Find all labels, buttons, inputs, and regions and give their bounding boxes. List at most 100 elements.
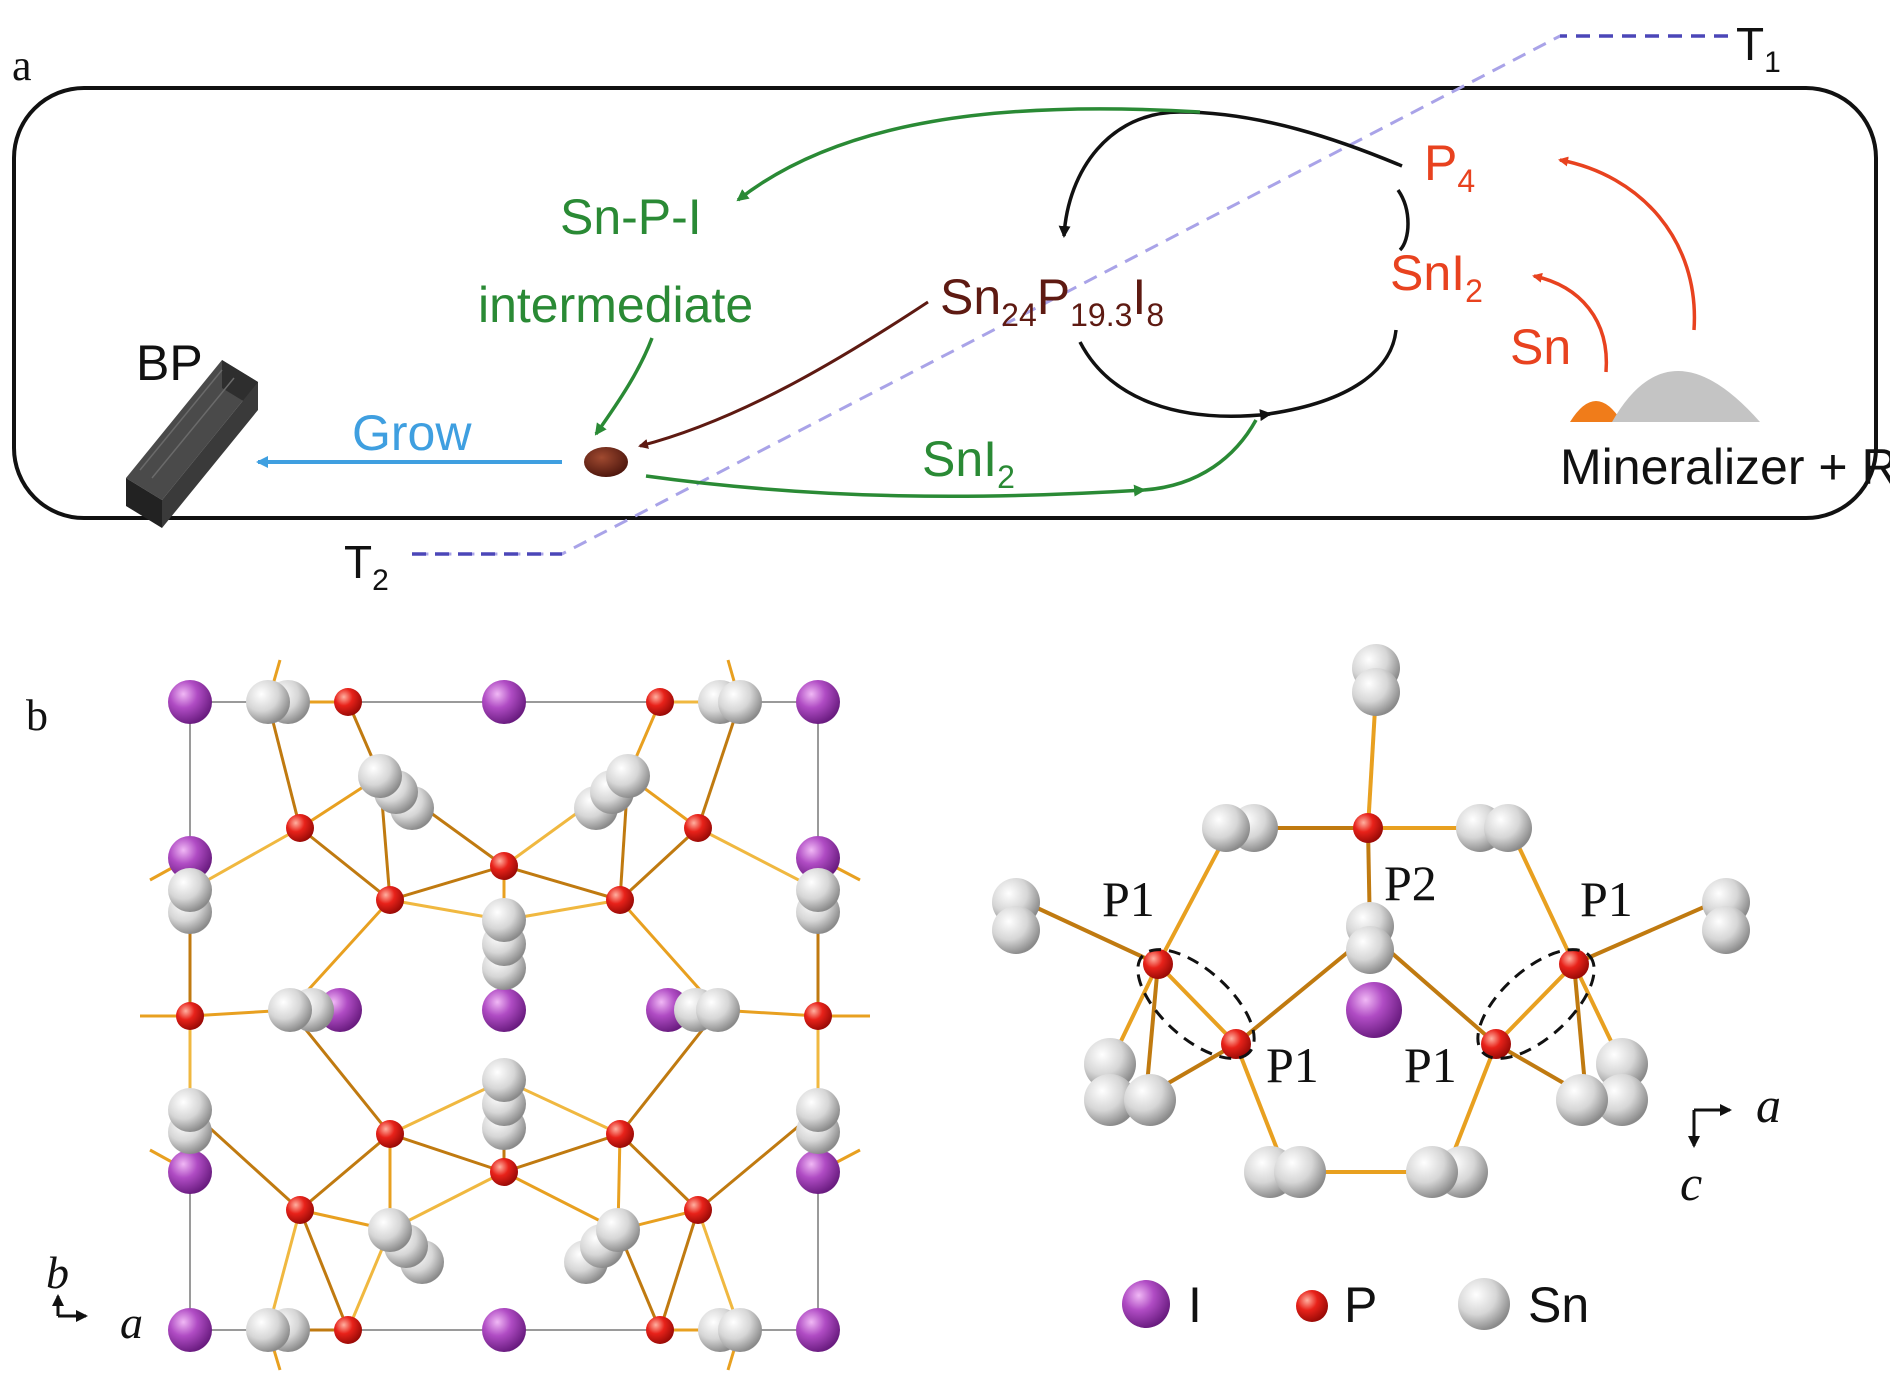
p4-label: P4 <box>1424 135 1475 199</box>
ampoule-tube <box>12 86 1878 520</box>
panel-b: b b a P1 P2 P1 P1 P1 <box>26 644 1781 1371</box>
legend-sn-label: Sn <box>1528 1277 1589 1333</box>
phosphorus-atom <box>176 1002 204 1030</box>
tin-atom <box>718 680 762 724</box>
sni2-transport-label: SnI2 <box>922 431 1015 495</box>
phosphorus-atom <box>646 1316 674 1344</box>
cycle-arrow-upper <box>1058 110 1403 238</box>
p4-to-intermediate-arrow <box>736 107 1201 202</box>
bond <box>658 1209 700 1331</box>
t2-label: T2 <box>344 536 389 597</box>
tin-atom <box>358 754 402 798</box>
iodine-atom <box>168 1150 212 1194</box>
phosphorus-atom <box>684 1196 712 1224</box>
phosphorus-atom <box>684 814 712 842</box>
iodine-atom <box>796 680 840 724</box>
tin-atom <box>1352 668 1400 716</box>
sni2-source-label: SnI2 <box>1390 245 1483 309</box>
p2-label: P2 <box>1384 855 1437 911</box>
iodine-atom <box>796 1150 840 1194</box>
phosphorus-atom <box>286 814 314 842</box>
compound-to-seed-arrow <box>638 300 929 449</box>
axis-c-label: c <box>1680 1155 1702 1211</box>
sn-label: Sn <box>1510 319 1571 375</box>
tin-atom <box>1084 1038 1136 1090</box>
bond <box>1019 898 1159 966</box>
p1-lower-right-label: P1 <box>1404 1037 1457 1093</box>
red-phosphorus-pile <box>1612 371 1760 422</box>
tin-atom <box>992 906 1040 954</box>
phosphorus-atom <box>1143 949 1173 979</box>
panel-a: a T1 T2 Mineralizer + RP Sn P4 SnI2 Sn24… <box>12 18 1890 597</box>
panel-a-label: a <box>12 41 32 90</box>
legend-sn-swatch <box>1458 1278 1510 1330</box>
tin-atom <box>168 868 212 912</box>
tin-atom <box>168 1088 212 1132</box>
phosphorus-atom <box>376 886 404 914</box>
legend-p-label: P <box>1344 1277 1377 1333</box>
tin-atom <box>1702 906 1750 954</box>
panel-b-label: b <box>26 691 48 740</box>
bond <box>1156 962 1238 1046</box>
mineralizer-label: Mineralizer + RP <box>1560 439 1890 495</box>
iodine-atom <box>168 680 212 724</box>
tin-atom <box>1124 1074 1176 1126</box>
phosphorus-atom <box>376 1120 404 1148</box>
cluster-view: P1 P2 P1 P1 P1 <box>992 644 1750 1198</box>
bp-label: BP <box>136 335 203 391</box>
iodine-atom <box>1346 982 1402 1038</box>
p1-upper-right-label: P1 <box>1580 871 1633 927</box>
phosphorus-atom <box>334 688 362 716</box>
phosphorus-atom <box>606 886 634 914</box>
p1-pair-ellipse-right <box>1476 948 1596 1060</box>
cycle-arrow-lower <box>1078 341 1272 422</box>
phosphorus-atom <box>490 1158 518 1186</box>
axis-b-label: b <box>46 1247 69 1298</box>
bond <box>389 1132 505 1174</box>
phosphorus-atom <box>1481 1029 1511 1059</box>
tin-atom <box>1274 1146 1326 1198</box>
bond <box>298 1209 350 1331</box>
iodine-atom <box>482 680 526 724</box>
t1-label: T1 <box>1736 18 1781 79</box>
legend-i-swatch <box>1122 1280 1170 1328</box>
bp-seed <box>584 447 628 477</box>
tin-atom <box>1346 926 1394 974</box>
phosphorus-atom <box>286 1196 314 1224</box>
legend-i-label: I <box>1188 1277 1202 1333</box>
phosphorus-atom <box>1353 813 1383 843</box>
compound-label: Sn24P19.3I8 <box>940 269 1164 333</box>
tin-atom <box>482 898 526 942</box>
tin-atom <box>796 1088 840 1132</box>
tin-atom <box>246 680 290 724</box>
bp-crystal <box>126 360 258 528</box>
axis-a-right-label: a <box>1756 1077 1781 1133</box>
tin-atom <box>246 1308 290 1352</box>
tin-atom <box>268 988 312 1032</box>
sni2-return-link <box>1143 419 1258 492</box>
legend-p-swatch <box>1296 1290 1328 1322</box>
p1-upper-left-label: P1 <box>1102 871 1155 927</box>
cell-atoms <box>168 680 840 1352</box>
tin-atom <box>482 1058 526 1102</box>
phosphorus-atom <box>334 1316 362 1344</box>
bond <box>697 826 819 892</box>
phosphorus-atom <box>646 688 674 716</box>
bond <box>1508 827 1576 965</box>
axis-indicator-ac: a c <box>1680 1077 1781 1211</box>
unit-cell-view <box>140 659 870 1371</box>
phosphorus-atom <box>1559 949 1589 979</box>
iodine-atom <box>168 1308 212 1352</box>
phosphorus-atom <box>1221 1029 1251 1059</box>
bond <box>696 701 742 829</box>
tin-atom <box>1202 804 1250 852</box>
intermediate-line1: Sn-P-I <box>560 189 702 245</box>
bond <box>503 1132 621 1174</box>
bond <box>299 826 391 902</box>
rp-to-p4-arrow <box>1558 156 1697 331</box>
bond <box>618 1132 700 1212</box>
intermediate-to-seed-arrow <box>594 337 654 436</box>
iodine-atom <box>482 1308 526 1352</box>
phosphorus-atom <box>490 852 518 880</box>
